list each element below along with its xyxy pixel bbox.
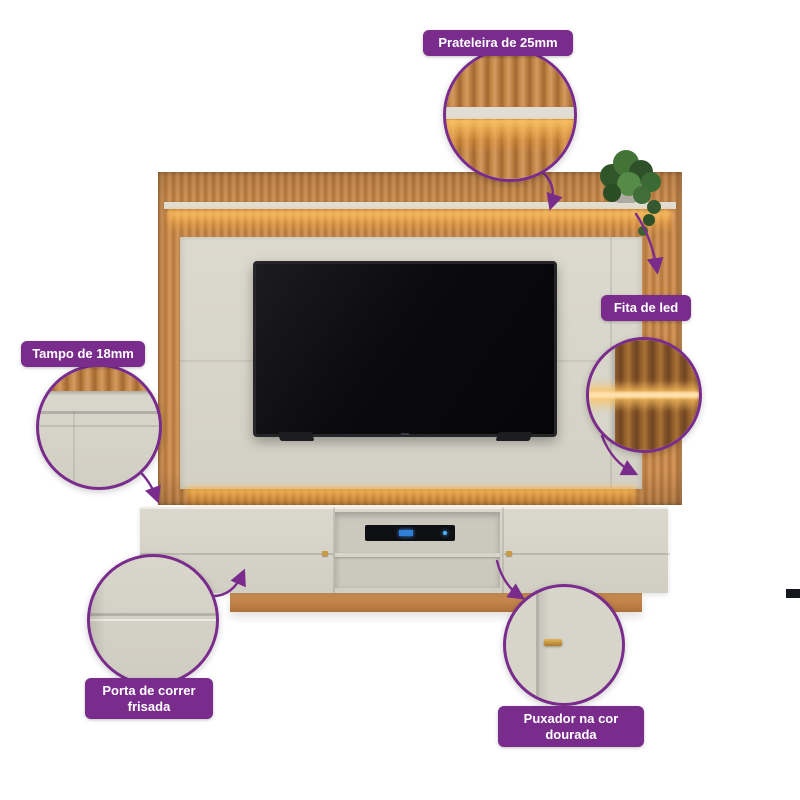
television xyxy=(253,261,557,449)
zoom-seam-line xyxy=(39,425,159,427)
lower-cabinet xyxy=(140,507,800,598)
zoom-circle-fita xyxy=(586,337,702,453)
callout-label-puxador: Puxador na cor dourada xyxy=(498,706,644,748)
gold-handle-left xyxy=(322,551,328,556)
callout-label-prateleira: Prateleira de 25mm xyxy=(423,30,573,56)
media-receiver xyxy=(365,525,455,541)
zoom-shelf-edge xyxy=(446,107,574,119)
zoom-circle-puxador xyxy=(503,584,625,706)
book xyxy=(786,589,800,598)
led-glow-bottom xyxy=(186,487,636,509)
callout-label-fita: Fita de led xyxy=(601,295,691,321)
zoom-wood-strip xyxy=(39,367,159,391)
zoom-circle-porta xyxy=(87,554,219,686)
zoom-top-edge-line xyxy=(39,411,159,414)
zoom-corner-line xyxy=(73,411,75,487)
tv-stand-leg-left xyxy=(277,432,315,441)
zoom-circle-tampo xyxy=(36,364,162,490)
tv-logo xyxy=(401,433,409,435)
tv-screen xyxy=(253,261,557,437)
receiver-display xyxy=(399,530,413,536)
book-stack xyxy=(363,559,800,598)
receiver-led xyxy=(443,531,447,535)
sliding-door-right xyxy=(502,507,670,593)
led-glow-top xyxy=(168,210,672,234)
zoom-door-groove xyxy=(90,613,216,616)
zoom-circle-prateleira xyxy=(443,48,577,182)
top-shelf-board xyxy=(164,202,676,209)
door-groove xyxy=(140,553,333,555)
sliding-door-left xyxy=(140,507,335,593)
zoom-gold-handle xyxy=(544,639,562,646)
zoom-door-seam xyxy=(536,587,539,703)
zoom-led-core xyxy=(589,392,699,398)
tv-stand-leg-right xyxy=(495,432,533,441)
zoom-led-glow xyxy=(446,119,574,155)
hanging-plant xyxy=(595,142,673,240)
compartment-shelf xyxy=(335,553,500,557)
zoom-door-edge xyxy=(90,557,106,683)
open-compartment xyxy=(335,512,800,598)
callout-label-porta: Porta de correr frisada xyxy=(85,678,213,720)
door-groove xyxy=(504,553,670,555)
callout-label-tampo: Tampo de 18mm xyxy=(21,341,145,367)
gold-handle-right xyxy=(506,551,512,556)
zoom-door-groove-highlight xyxy=(90,619,216,621)
